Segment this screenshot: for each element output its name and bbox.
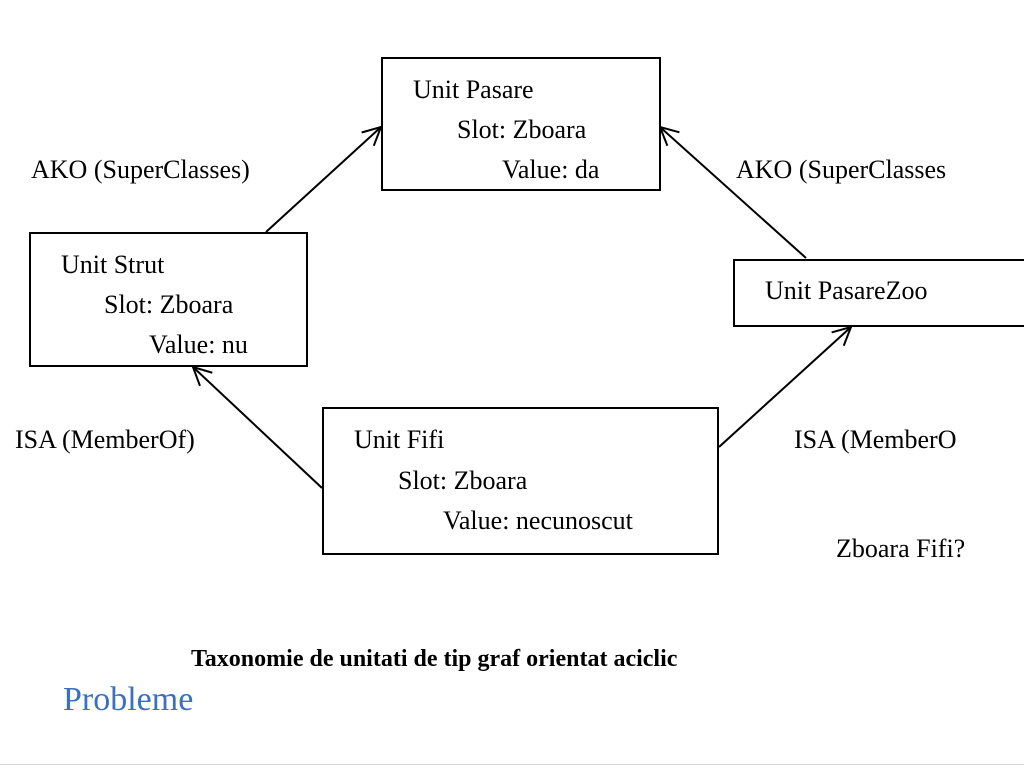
isa-arrow-fifi-to-pasarezoo (718, 327, 851, 448)
unit-pasare-slot: Slot: Zboara (457, 115, 587, 144)
section-title: Probleme (63, 681, 194, 718)
ako-arrow-pasarezoo-to-pasare (660, 127, 807, 259)
diagram-caption: Taxonomie de unitati de tip graf orienta… (191, 646, 678, 672)
unit-strut-slot: Slot: Zboara (104, 290, 234, 319)
unit-pasarezoo-box: Unit PasareZoo (733, 259, 1024, 327)
isa-label-right: ISA (MemberO (794, 425, 957, 454)
unit-pasarezoo-name: Unit PasareZoo (765, 276, 928, 305)
unit-strut-box: Unit Strut Slot: Zboara Value: nu (29, 232, 308, 367)
unit-pasare-box: Unit Pasare Slot: Zboara Value: da (381, 57, 661, 191)
question-text: Zboara Fifi? (836, 534, 966, 563)
unit-fifi-box: Unit Fifi Slot: Zboara Value: necunoscut (322, 407, 719, 555)
unit-fifi-value: Value: necunoscut (443, 506, 633, 535)
bottom-divider (0, 764, 1024, 765)
unit-fifi-name: Unit Fifi (354, 425, 445, 454)
unit-strut-value: Value: nu (149, 330, 248, 359)
ako-arrow-strut-to-pasare (265, 127, 381, 233)
isa-arrow-fifi-to-strut (193, 367, 323, 489)
unit-pasare-name: Unit Pasare (413, 75, 534, 104)
isa-label-left: ISA (MemberOf) (15, 425, 195, 454)
unit-fifi-slot: Slot: Zboara (398, 466, 528, 495)
ako-label-left: AKO (SuperClasses) (31, 155, 250, 184)
unit-strut-name: Unit Strut (61, 250, 165, 279)
unit-pasare-value: Value: da (502, 155, 600, 184)
ako-label-right: AKO (SuperClasses (736, 155, 947, 184)
